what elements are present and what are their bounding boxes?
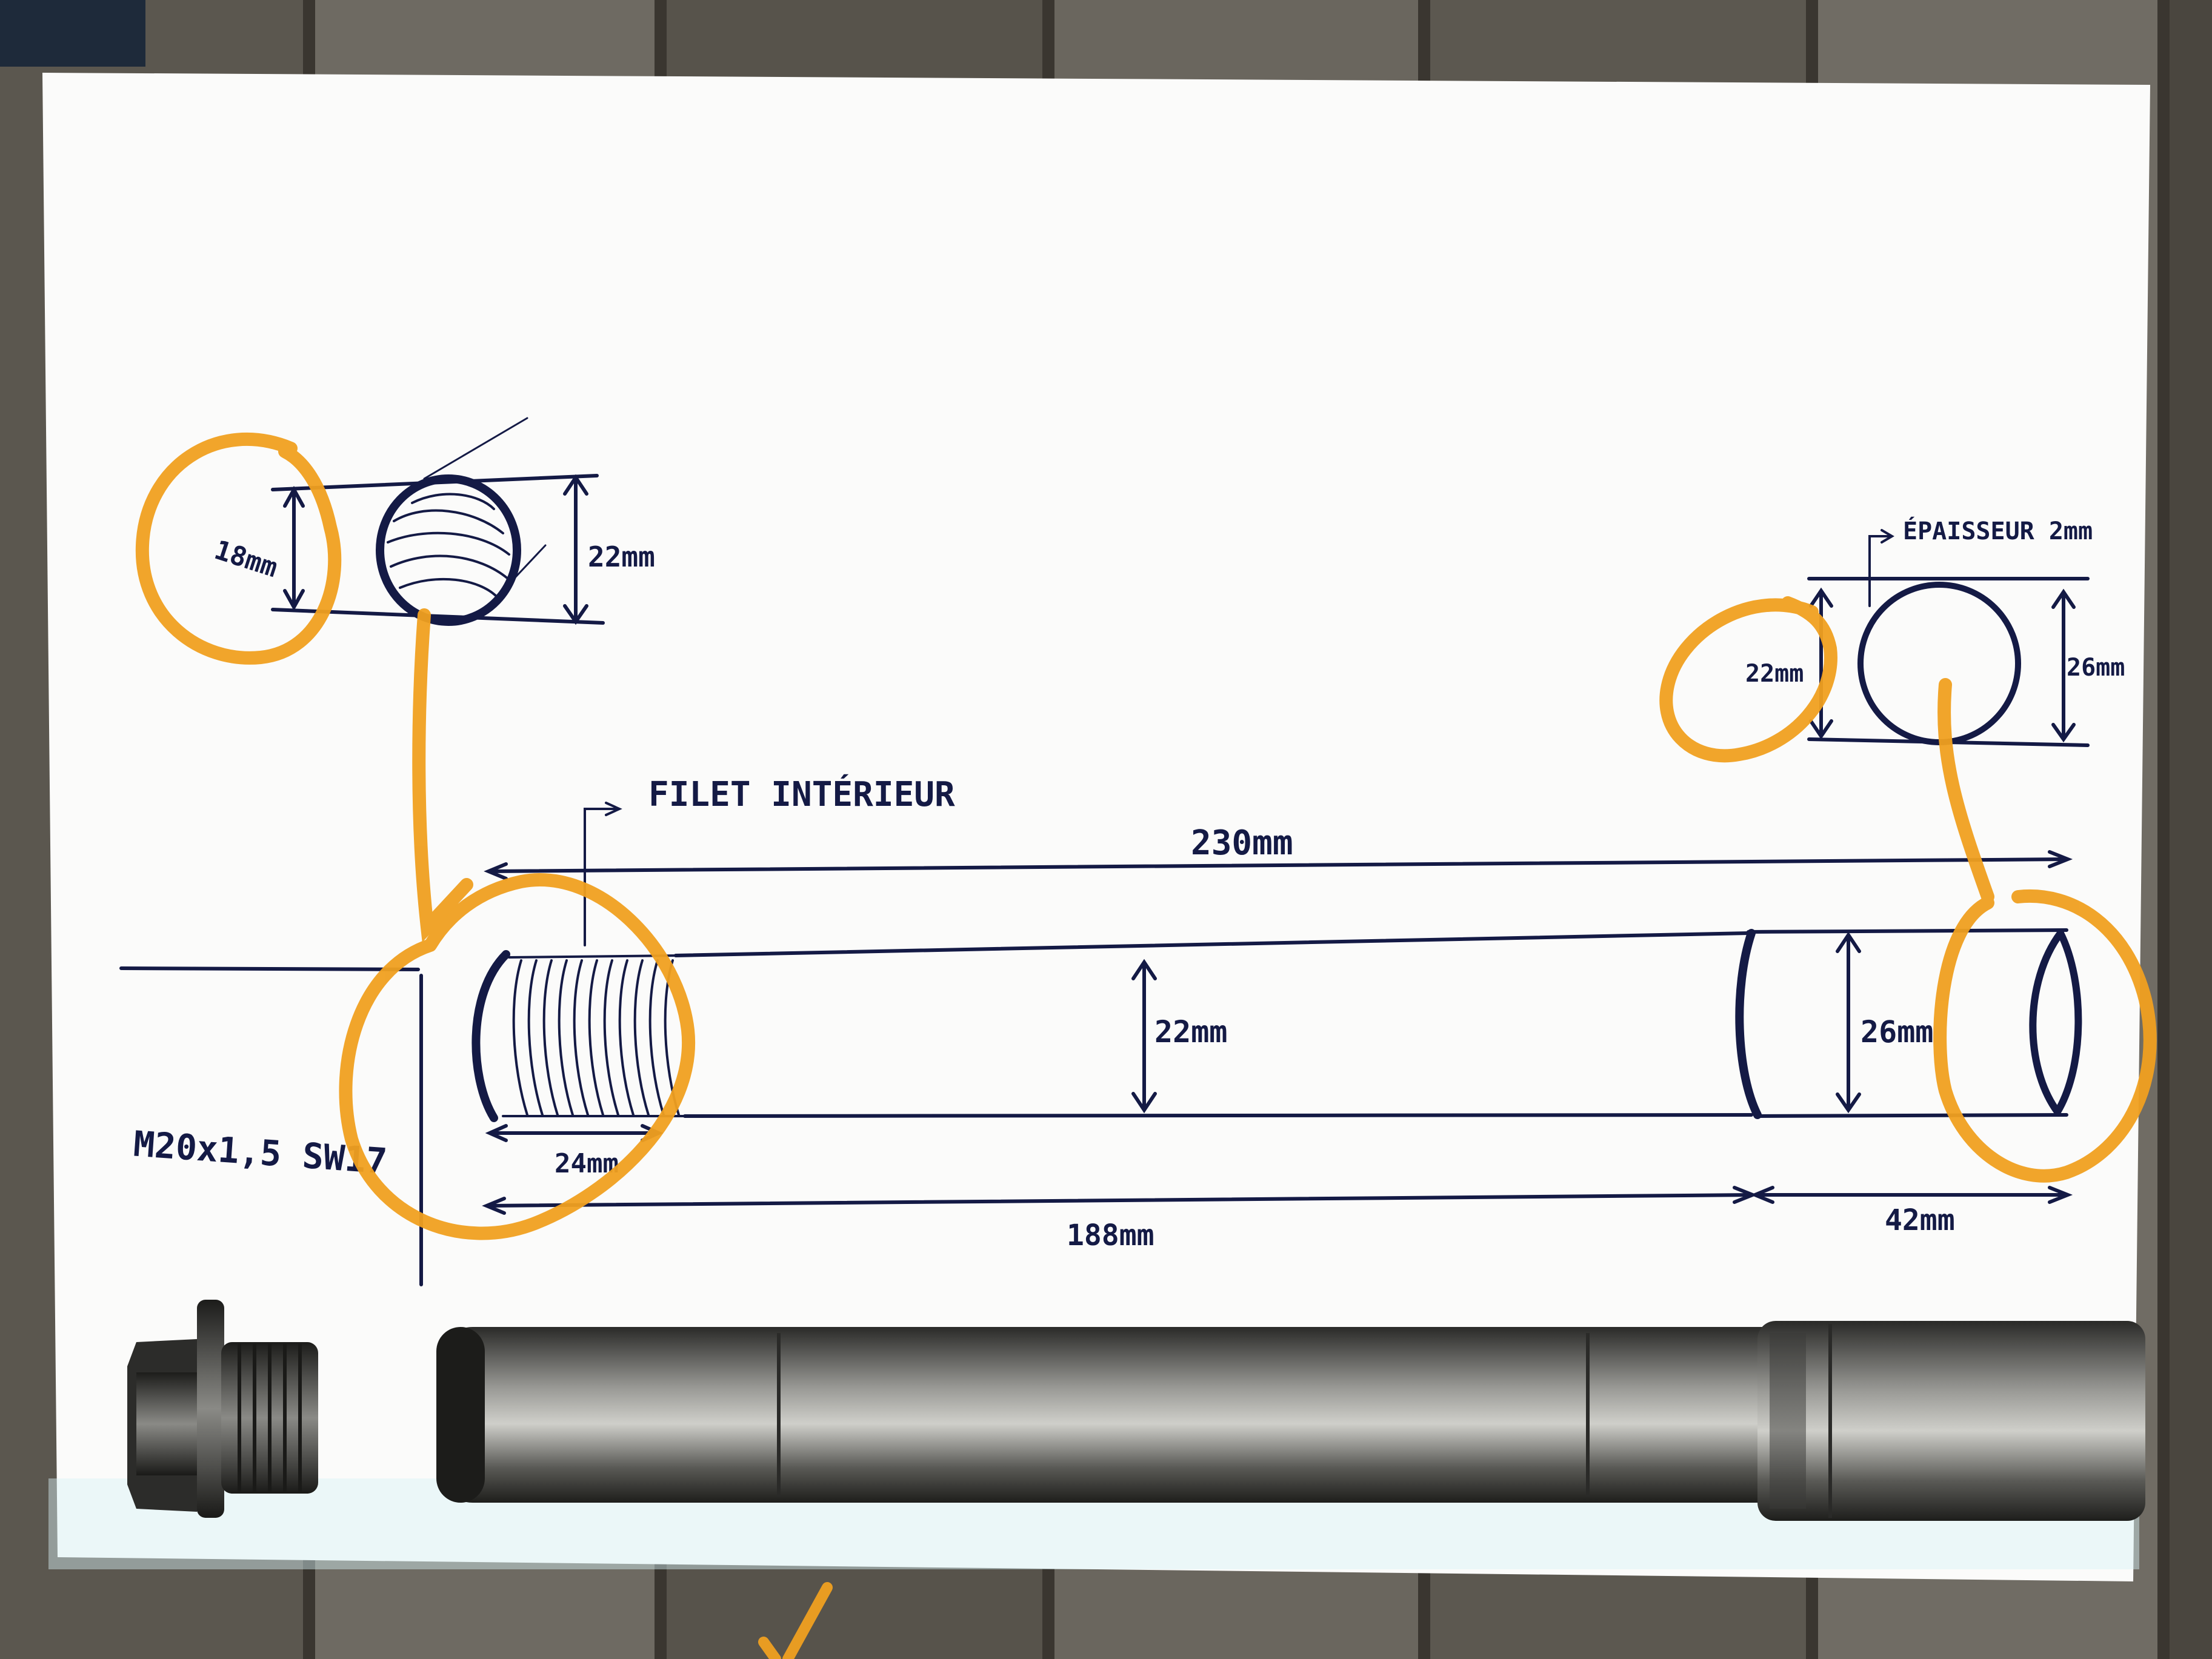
label-collar-length: 42mm xyxy=(1885,1203,1955,1237)
label-sleeve-outer-dia: 26mm xyxy=(2067,654,2125,682)
label-sleeve-inner-dia: 22mm xyxy=(1745,660,1804,688)
marker-link-sleeve xyxy=(1937,678,1994,903)
thread-leader xyxy=(584,808,619,946)
marker-circle-sleeve-inner xyxy=(1659,596,1837,763)
marker-link-bolt xyxy=(412,608,473,943)
axle-side-view xyxy=(119,928,2082,1286)
ink-drawing xyxy=(119,417,2090,1286)
marker-circle-thread-end xyxy=(339,873,696,1240)
bolt-part xyxy=(127,1300,318,1518)
label-wall-thickness: ÉPAISSEUR 2mm xyxy=(1903,516,2093,545)
marker-check-bottom xyxy=(758,1582,833,1659)
label-bolt-outer-dia: 22mm xyxy=(588,540,655,573)
label-internal-thread: FILET INTÉRIEUR xyxy=(648,775,955,814)
marker-highlights xyxy=(135,433,2157,1659)
dim-shaft-length xyxy=(486,1193,1753,1208)
annotations: 18mm 22mm ÉPAISSEUR 2mm 22mm 26mm FILET … xyxy=(132,516,2125,1252)
dim-total-length xyxy=(488,857,2068,873)
axle-part xyxy=(436,1321,2145,1521)
label-collar-dia: 26mm xyxy=(1861,1014,1933,1049)
bolt-end-view xyxy=(271,417,605,626)
label-shaft-dia: 22mm xyxy=(1154,1014,1227,1049)
marker-circle-bolt-inner xyxy=(135,433,342,665)
marker-circle-sleeve-end xyxy=(1933,889,2157,1183)
label-shaft-length: 188mm xyxy=(1067,1218,1154,1252)
label-total-length: 230mm xyxy=(1191,823,1293,863)
